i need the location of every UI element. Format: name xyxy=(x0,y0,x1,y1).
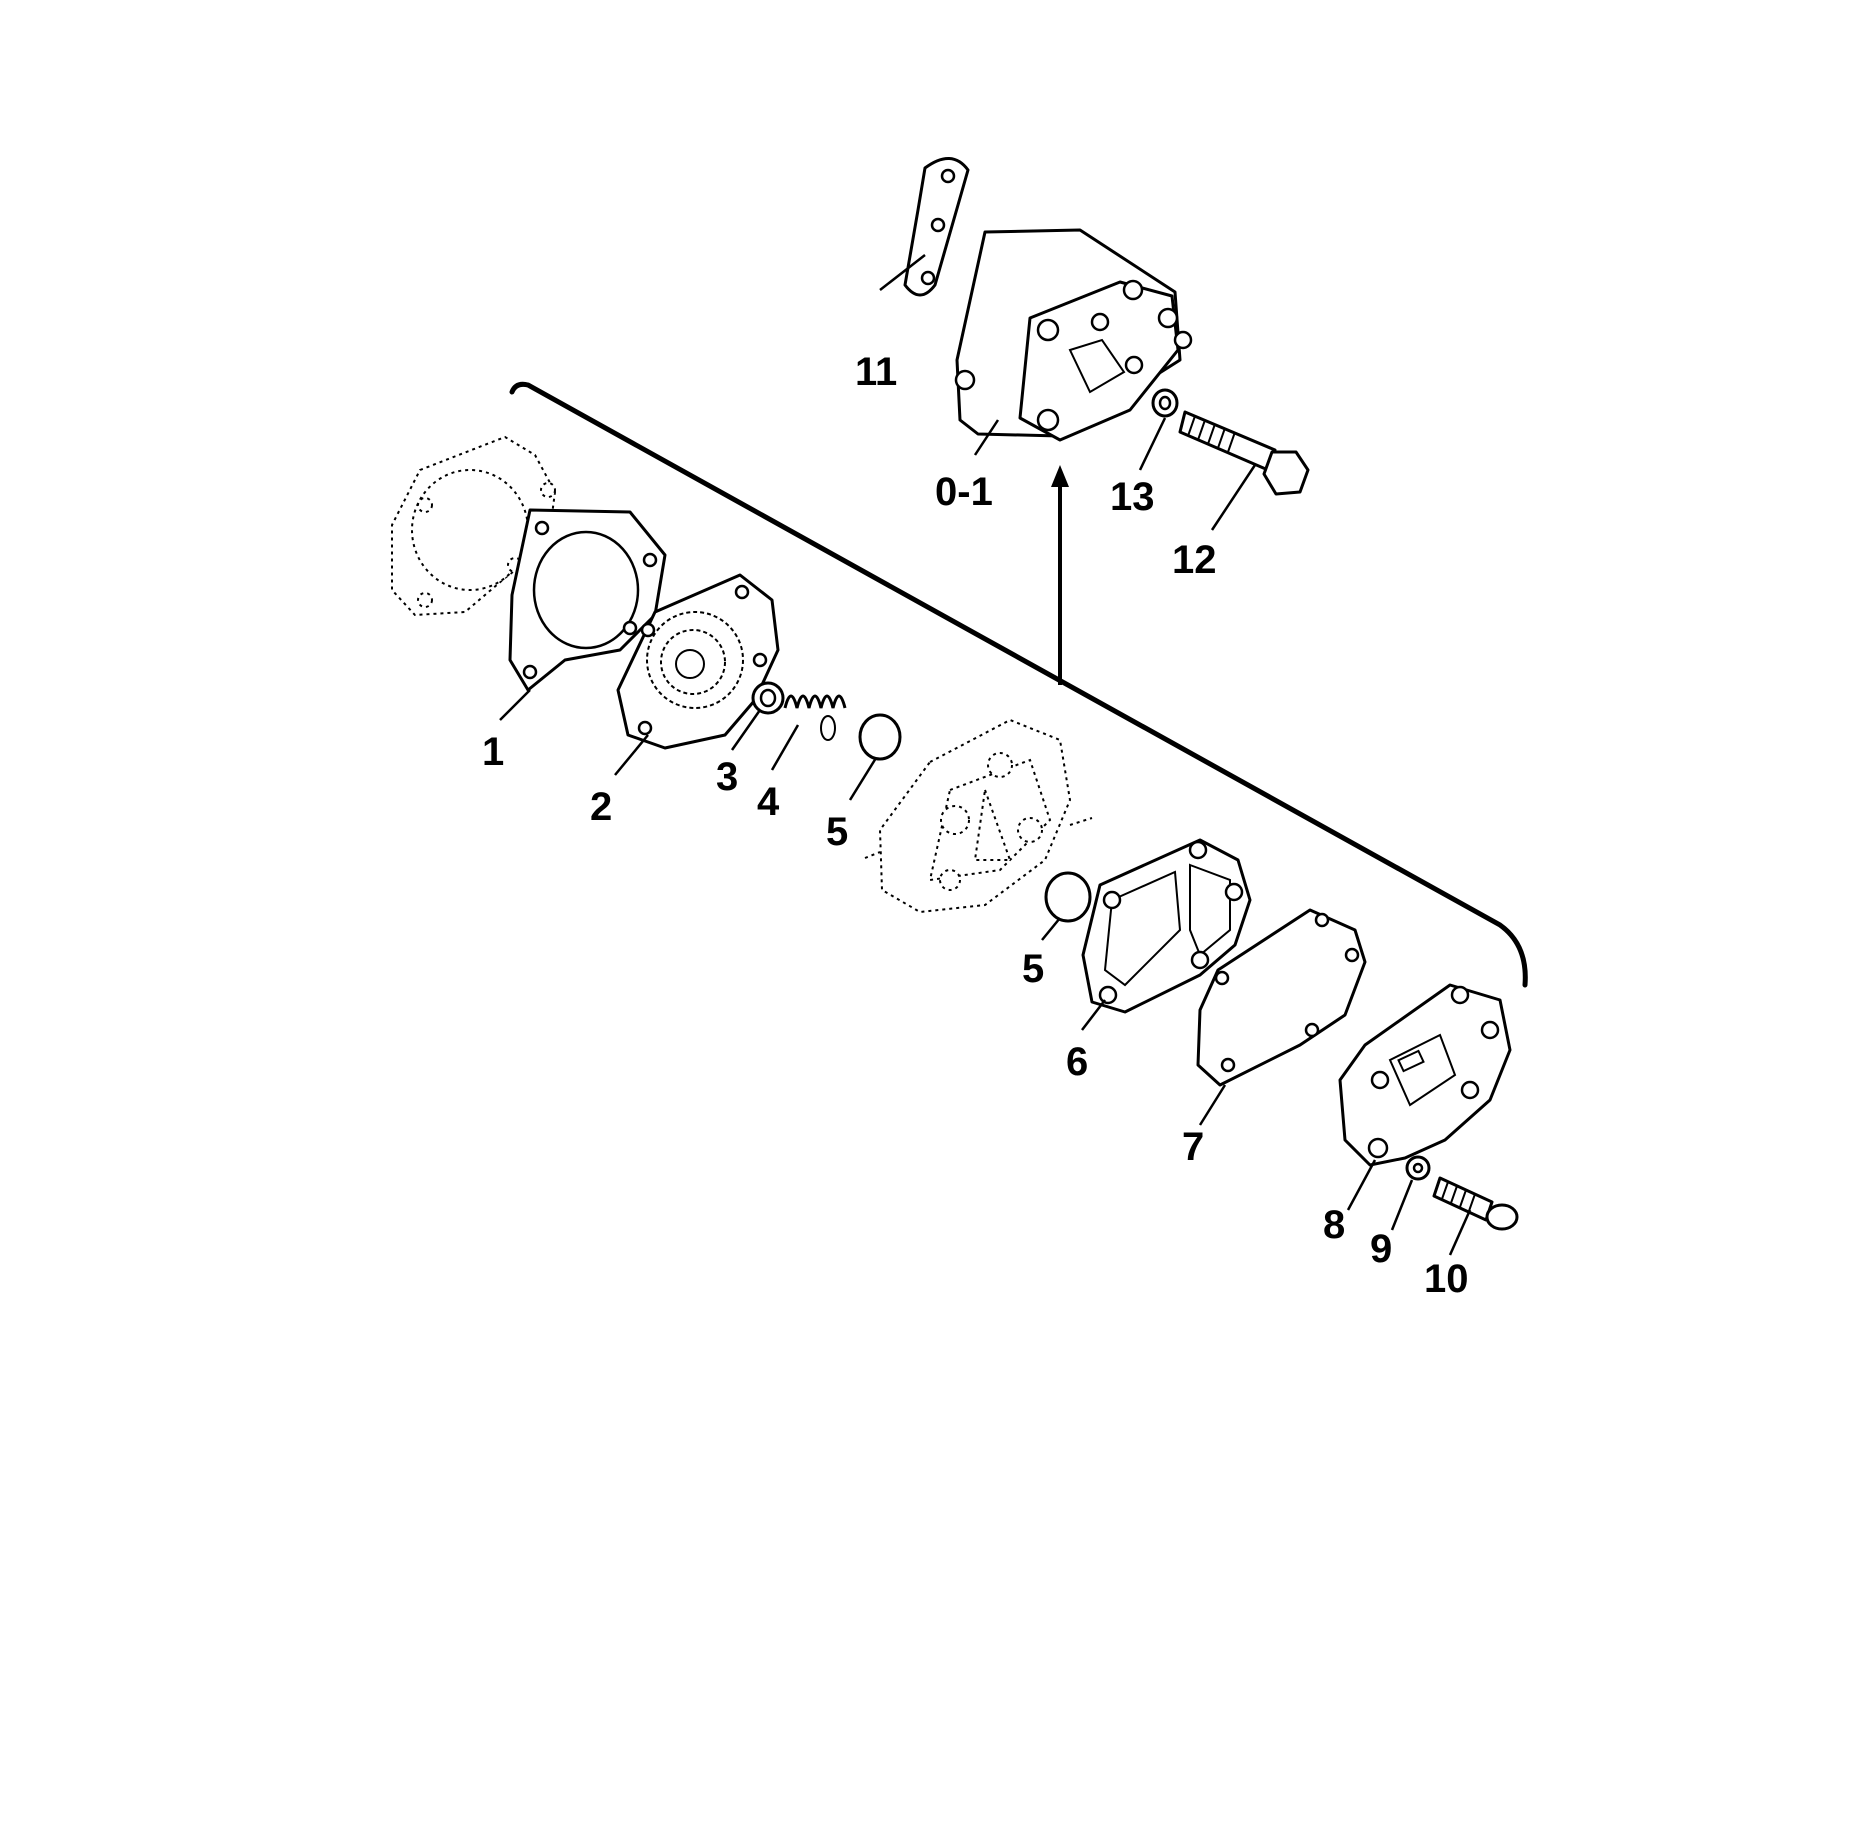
callout-part-5-upper: 5 xyxy=(826,810,848,854)
assembled-fuel-pump xyxy=(954,228,1193,442)
pump-body-outline xyxy=(864,718,1093,914)
callout-part-6: 6 xyxy=(1066,1040,1088,1084)
washer-13 xyxy=(1151,388,1179,418)
callout-part-10: 10 xyxy=(1424,1257,1469,1301)
bolt-12 xyxy=(1178,410,1310,496)
gasket-1 xyxy=(508,508,667,692)
gasket-6 xyxy=(1081,838,1252,1014)
bolt-10 xyxy=(1432,1176,1519,1231)
group-bracket xyxy=(509,381,1528,988)
callout-part-7: 7 xyxy=(1182,1125,1204,1169)
diaphragm-2 xyxy=(616,573,780,750)
washer-9 xyxy=(1405,1155,1431,1181)
check-valve-5-upper xyxy=(858,713,902,761)
callout-part-1: 1 xyxy=(482,730,504,774)
callout-part-9: 9 xyxy=(1370,1227,1392,1271)
plate-7 xyxy=(1196,908,1367,1087)
callout-part-2: 2 xyxy=(590,785,612,829)
callout-part-8: 8 xyxy=(1323,1203,1345,1247)
retainer-3 xyxy=(751,681,785,715)
mounting-gasket xyxy=(903,157,970,297)
callout-part-5-lower: 5 xyxy=(1022,947,1044,991)
callout-part-13: 13 xyxy=(1110,475,1155,519)
spring-4 xyxy=(783,694,847,741)
check-valve-5-lower xyxy=(1044,871,1092,923)
callout-part-11: 11 xyxy=(855,350,897,394)
leader-lines xyxy=(499,254,1472,1256)
callout-part-4: 4 xyxy=(757,780,780,824)
callout-part-0-1: 0-1 xyxy=(935,470,993,514)
callout-part-3: 3 xyxy=(716,755,738,799)
assembly-arrow xyxy=(1051,465,1069,685)
cover-8 xyxy=(1338,983,1512,1167)
callout-part-12: 12 xyxy=(1172,538,1217,582)
